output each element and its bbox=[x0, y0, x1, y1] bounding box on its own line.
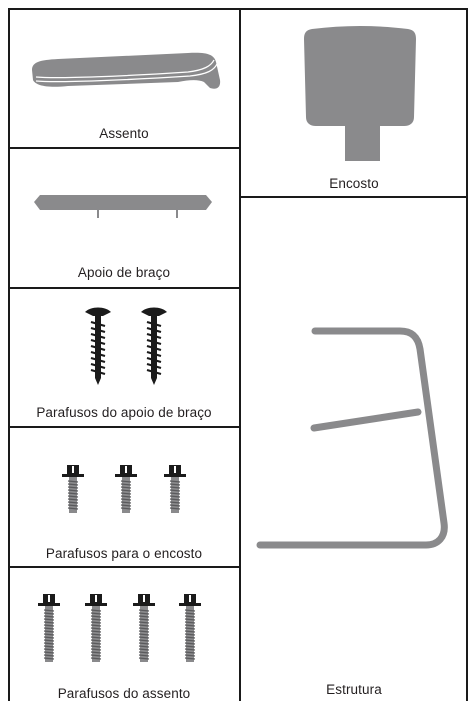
seat-screws-label: Parafusos do assento bbox=[57, 686, 191, 701]
row-divider bbox=[8, 287, 240, 289]
armrest-screw-illustration bbox=[85, 307, 111, 385]
seat-illustration bbox=[32, 52, 221, 89]
parts-table-frame bbox=[8, 8, 468, 701]
armrest-screw-illustration bbox=[141, 307, 167, 385]
row-divider bbox=[8, 147, 240, 149]
armrest-label: Apoio de braço bbox=[77, 265, 171, 280]
seat-screw-illustration bbox=[38, 594, 60, 662]
backrest-illustration bbox=[304, 26, 416, 161]
armrest-screws-label: Parafusos do apoio de braço bbox=[36, 405, 212, 420]
seat-label: Assento bbox=[99, 126, 149, 141]
seat-screw-illustration bbox=[85, 594, 107, 662]
row-divider bbox=[8, 426, 240, 428]
row-divider bbox=[240, 196, 468, 198]
seat-screw-illustration bbox=[133, 594, 155, 662]
backrest-label: Encosto bbox=[329, 176, 379, 191]
backrest-screws-label: Parafusos para o encosto bbox=[45, 546, 203, 561]
column-divider bbox=[239, 8, 241, 701]
seat-screw-illustration bbox=[179, 594, 201, 662]
backrest-screw-illustration bbox=[164, 465, 186, 513]
armrest-illustration bbox=[34, 195, 212, 218]
backrest-screw-illustration bbox=[115, 465, 137, 513]
backrest-screw-illustration bbox=[62, 465, 84, 513]
row-divider bbox=[8, 566, 240, 568]
frame-label: Estrutura bbox=[326, 682, 382, 697]
frame-illustration bbox=[256, 327, 448, 549]
